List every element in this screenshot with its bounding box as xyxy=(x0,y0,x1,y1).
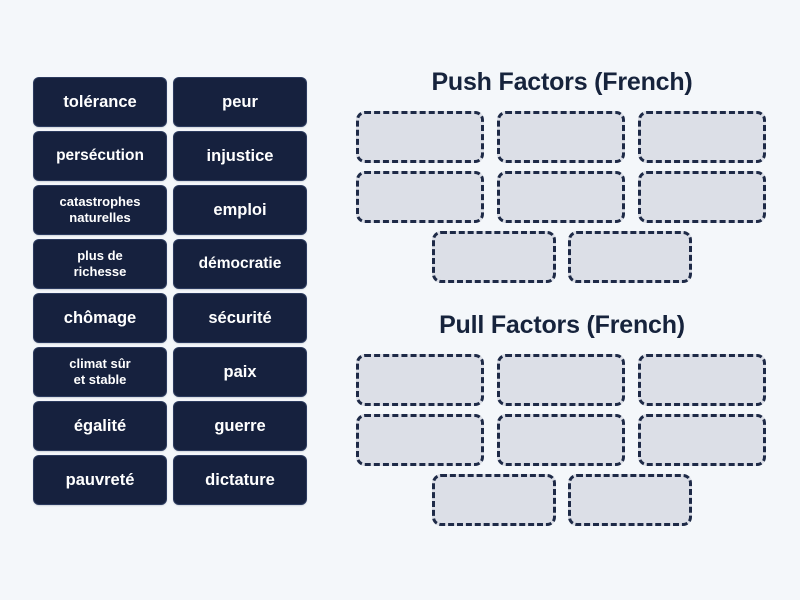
word-tile[interactable]: emploi xyxy=(174,186,306,234)
dropzone-slot[interactable] xyxy=(432,474,556,526)
word-tile[interactable]: paix xyxy=(174,348,306,396)
dropzone-slot[interactable] xyxy=(638,171,766,223)
dropzone-slot[interactable] xyxy=(568,231,692,283)
word-tile[interactable]: démocratie xyxy=(174,240,306,288)
group-title: Push Factors (French) xyxy=(431,68,693,96)
dropzone-slot[interactable] xyxy=(356,414,484,466)
dropzone-row xyxy=(356,171,768,223)
category-group: Pull Factors (French) xyxy=(356,311,768,526)
dropzone-slot[interactable] xyxy=(497,111,625,163)
dropzone-slot[interactable] xyxy=(356,171,484,223)
word-tile[interactable]: sécurité xyxy=(174,294,306,342)
category-group: Push Factors (French) xyxy=(356,68,768,283)
dropzone-row xyxy=(356,231,768,283)
word-tile[interactable]: tolérance xyxy=(34,78,166,126)
category-groups: Push Factors (French) Pull Factors (Frenc… xyxy=(356,68,768,534)
word-tile[interactable]: plus de richesse xyxy=(34,240,166,288)
dropzone-grid xyxy=(356,111,768,283)
dropzone-slot[interactable] xyxy=(568,474,692,526)
group-title: Pull Factors (French) xyxy=(439,311,685,339)
dropzone-slot[interactable] xyxy=(638,111,766,163)
word-tile[interactable]: égalité xyxy=(34,402,166,450)
dropzone-slot[interactable] xyxy=(432,231,556,283)
word-tile[interactable]: chômage xyxy=(34,294,166,342)
dropzone-row xyxy=(356,354,768,406)
word-tile[interactable]: pauvreté xyxy=(34,456,166,504)
word-tile[interactable]: persécution xyxy=(34,132,166,180)
word-tile[interactable]: peur xyxy=(174,78,306,126)
dropzone-slot[interactable] xyxy=(497,354,625,406)
dropzone-slot[interactable] xyxy=(497,171,625,223)
word-tile[interactable]: dictature xyxy=(174,456,306,504)
dropzone-grid xyxy=(356,354,768,526)
dropzone-slot[interactable] xyxy=(497,414,625,466)
dropzone-slot[interactable] xyxy=(356,354,484,406)
dropzone-row xyxy=(356,414,768,466)
dropzone-slot[interactable] xyxy=(638,354,766,406)
word-tile[interactable]: injustice xyxy=(174,132,306,180)
dropzone-slot[interactable] xyxy=(638,414,766,466)
word-tile[interactable]: guerre xyxy=(174,402,306,450)
dropzone-slot[interactable] xyxy=(356,111,484,163)
dropzone-row xyxy=(356,474,768,526)
word-tile[interactable]: climat sûr et stable xyxy=(34,348,166,396)
dropzone-row xyxy=(356,111,768,163)
word-tile[interactable]: catastrophes naturelles xyxy=(34,186,166,234)
